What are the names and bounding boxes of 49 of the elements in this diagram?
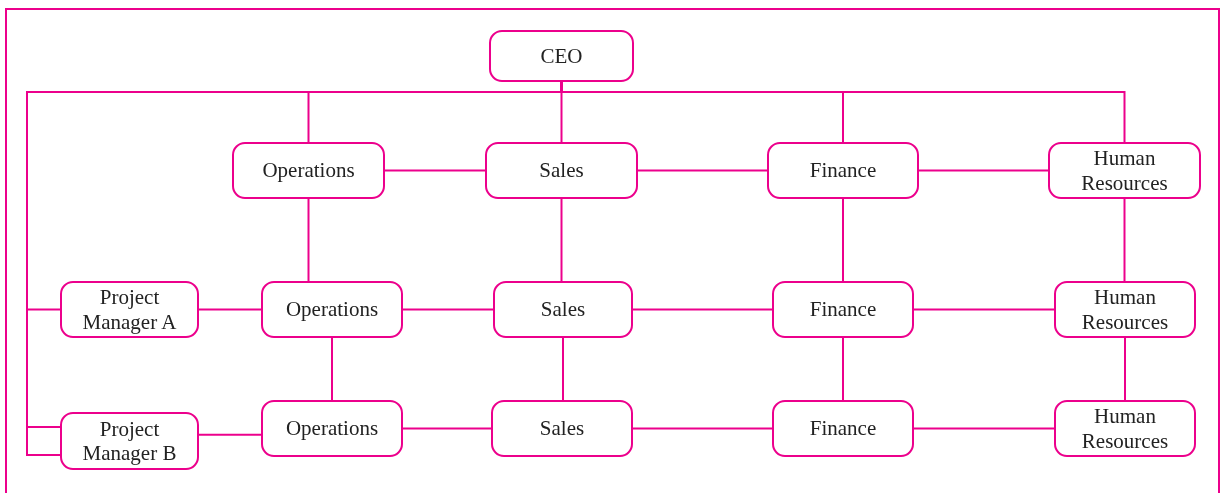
box-label: Human Resources bbox=[1080, 404, 1170, 453]
box-label: Project Manager B bbox=[81, 416, 178, 466]
org-box bbox=[767, 142, 919, 199]
org-box bbox=[493, 281, 633, 338]
connector-line bbox=[1123, 198, 1126, 282]
org-box bbox=[772, 400, 914, 457]
connector-line bbox=[637, 169, 768, 172]
connector-line bbox=[331, 337, 333, 401]
connector-line bbox=[562, 337, 564, 401]
box-label: Operations bbox=[285, 297, 379, 322]
connector-line bbox=[1124, 337, 1126, 401]
org-box bbox=[232, 142, 385, 199]
connector-line bbox=[913, 427, 1055, 430]
box-label: Sales bbox=[540, 297, 586, 322]
box-label: CEO bbox=[540, 43, 583, 69]
box-label: Human Resources bbox=[1080, 146, 1169, 195]
box-label: Operations bbox=[285, 416, 379, 441]
connector-line bbox=[560, 198, 563, 282]
connector-line bbox=[842, 198, 844, 282]
org-box bbox=[485, 142, 638, 199]
org-box bbox=[261, 400, 403, 457]
connector-line bbox=[632, 308, 773, 311]
box-label: Finance bbox=[809, 297, 877, 322]
box-label: Finance bbox=[809, 158, 877, 183]
box-label: Sales bbox=[539, 416, 585, 441]
connector-line bbox=[198, 433, 262, 436]
connector-line bbox=[842, 337, 844, 401]
org-box bbox=[261, 281, 403, 338]
box-label: Operations bbox=[262, 158, 355, 183]
connector-line bbox=[198, 308, 262, 311]
org-box bbox=[491, 400, 633, 457]
org-box bbox=[489, 30, 634, 82]
connector-line bbox=[913, 308, 1055, 311]
connector-line bbox=[632, 427, 773, 430]
box-label: Project Manager A bbox=[81, 285, 178, 334]
org-box bbox=[1048, 142, 1201, 199]
box-label: Sales bbox=[539, 158, 584, 183]
org-box bbox=[60, 281, 199, 338]
org-box bbox=[772, 281, 914, 338]
connector-line bbox=[918, 169, 1049, 172]
connector-line bbox=[402, 427, 492, 430]
org-box bbox=[1054, 400, 1196, 457]
connector-line bbox=[384, 169, 486, 172]
box-label: Finance bbox=[809, 416, 877, 441]
connector-line bbox=[307, 198, 310, 282]
org-box bbox=[1054, 281, 1196, 338]
org-box bbox=[60, 412, 199, 470]
connector-line bbox=[402, 308, 494, 311]
box-label: Human Resources bbox=[1080, 285, 1170, 334]
